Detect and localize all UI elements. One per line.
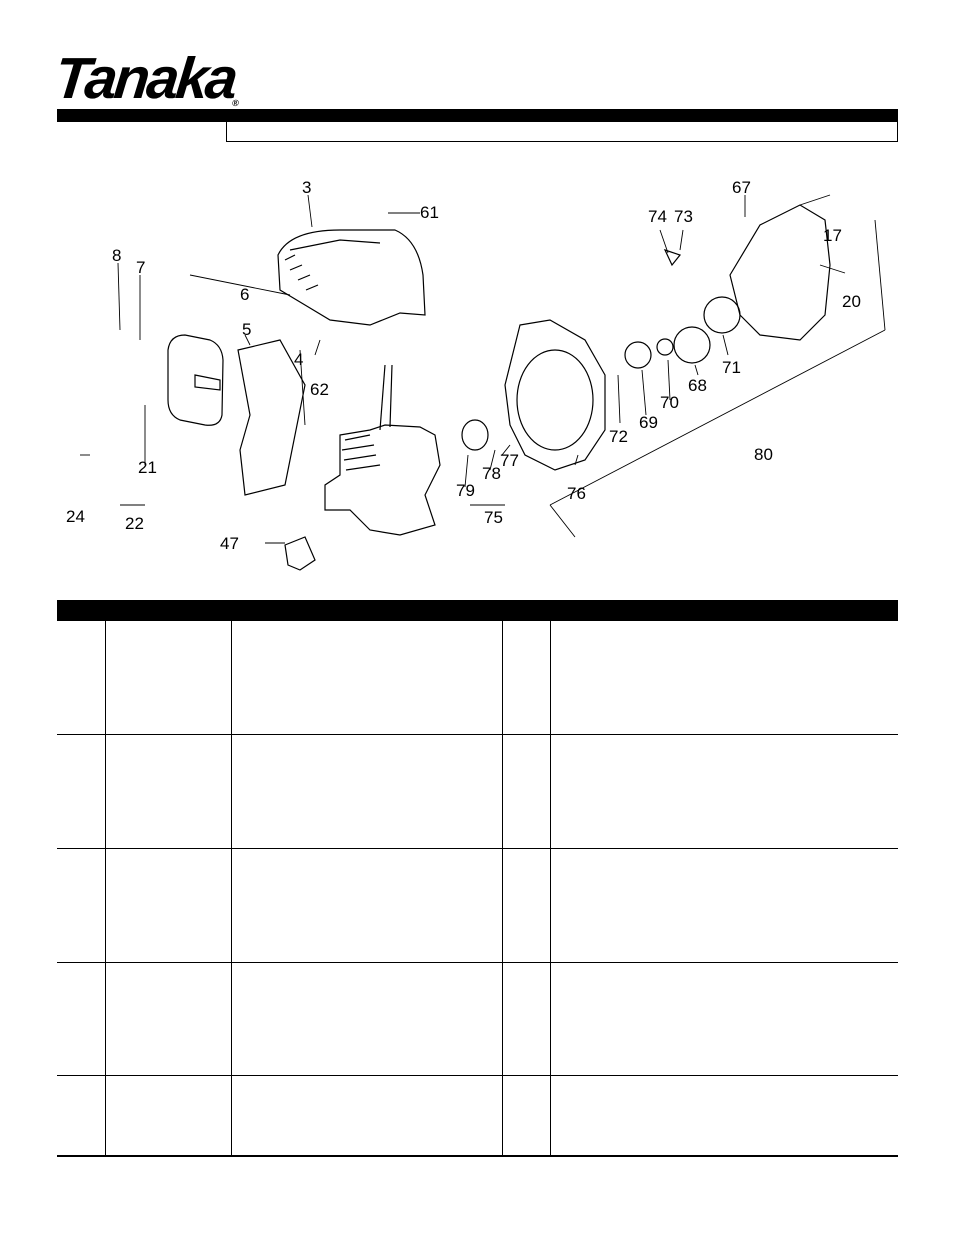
table-cell [501,961,551,1077]
callout-4: 4 [294,350,303,369]
callout-76: 76 [567,484,586,503]
callout-68: 68 [688,376,707,395]
table-cell [104,733,232,849]
table-cell [501,847,551,963]
table-cell [549,733,898,849]
table-row [57,620,898,735]
callout-8: 8 [112,246,121,265]
muffler-gasket [237,339,306,496]
callout-73: 73 [674,207,693,226]
callout-62: 62 [310,380,329,399]
table-cell [230,620,503,735]
leader-lines [80,194,886,544]
cylinder-block [324,424,441,536]
starter-handle [663,248,682,267]
callout-21: 21 [138,458,157,477]
callout-79: 79 [456,481,475,500]
table-cell [104,1075,232,1158]
callout-80: 80 [754,445,773,464]
table-cell [230,733,503,849]
table-header-row [57,600,898,621]
table-row [57,961,898,1077]
starter-housing [729,204,831,341]
callout-22: 22 [125,514,144,533]
header-rule [57,109,898,122]
header-cell [105,600,231,621]
part-drawings [167,204,831,571]
table-cell [57,961,106,1077]
table-cell [549,620,898,735]
logo-text: Tanaka [51,46,239,111]
table-cell [104,961,232,1077]
table-cell [501,733,551,849]
fan-housing [504,319,606,471]
table-cell [57,1075,106,1158]
callout-7: 7 [136,258,145,277]
callout-47: 47 [220,534,239,553]
callout-75: 75 [484,508,503,527]
engine-cover [277,229,426,326]
exploded-parts-diagram: 3 61 8 7 6 5 4 62 21 24 22 47 79 78 77 7… [66,178,886,571]
spring [656,338,674,356]
callout-3: 3 [302,178,311,197]
callout-77: 77 [500,451,519,470]
header-cell [550,600,898,621]
table-row [57,847,898,963]
table-cell [230,847,503,963]
callout-70: 70 [660,393,679,412]
tanaka-logo: Tanaka® [52,46,244,111]
callout-72: 72 [609,427,628,446]
table-cell [549,847,898,963]
table-cell [501,1075,551,1158]
header-cell [57,600,105,621]
table-row [57,1075,898,1158]
pulley [624,341,652,369]
callout-69: 69 [639,413,658,432]
callout-61: 61 [420,203,439,222]
header-cell [502,600,550,621]
table-cell [230,961,503,1077]
parts-table [57,600,898,1158]
table-cell [549,961,898,1077]
table-cell [57,620,106,735]
registered-mark: ® [231,98,240,108]
title-box [226,121,898,142]
table-cell [57,847,106,963]
ignition-coil [461,419,489,451]
callout-71: 71 [722,358,741,377]
callout-5: 5 [242,320,251,339]
table-cell [501,620,551,735]
callout-6: 6 [240,285,249,304]
callout-78: 78 [482,464,501,483]
callout-67: 67 [732,178,751,197]
muffler [167,334,224,426]
reel [673,326,711,364]
starter-spring [703,296,741,334]
table-cell [549,1075,898,1158]
header-cell [231,600,502,621]
table-cell [104,620,232,735]
table-cell [104,847,232,963]
air-filter-box [284,536,316,571]
table-row [57,733,898,849]
callout-24: 24 [66,507,85,526]
table-cell [57,733,106,849]
callout-20: 20 [842,292,861,311]
table-cell [230,1075,503,1158]
callout-labels: 3 61 8 7 6 5 4 62 21 24 22 47 79 78 77 7… [66,178,861,553]
callout-74: 74 [648,207,667,226]
callout-17: 17 [823,226,842,245]
